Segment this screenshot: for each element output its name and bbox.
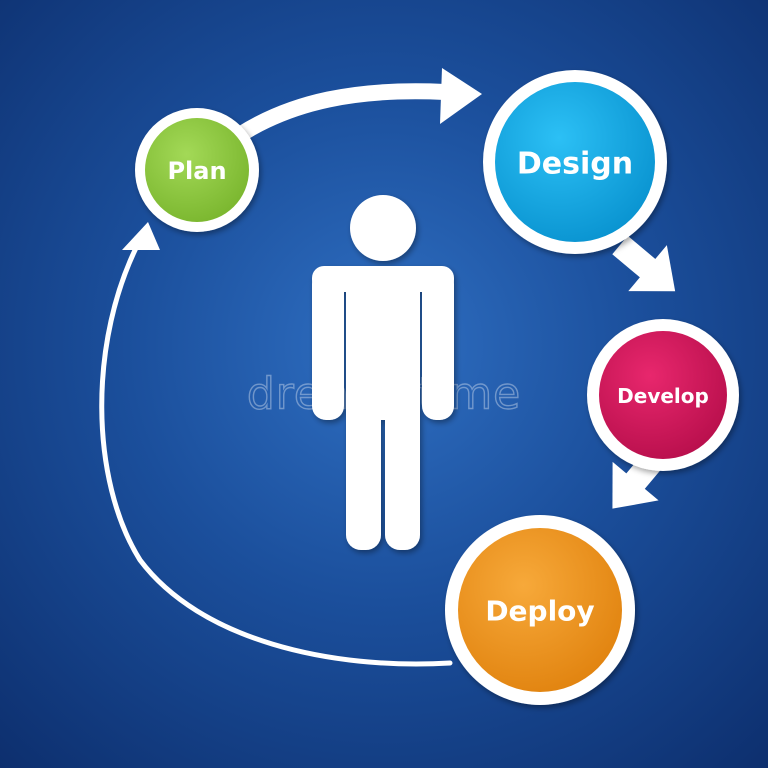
person-icon <box>312 195 454 550</box>
return-arc <box>99 237 453 667</box>
stage-deploy-label: Deploy <box>485 595 594 628</box>
plan-to-design-arc <box>227 83 446 147</box>
return-arrowhead-icon <box>122 222 160 250</box>
stage-develop-label: Develop <box>617 384 709 408</box>
stage-design-label: Design <box>517 147 633 182</box>
plan-to-design-arrowhead-icon <box>440 68 482 124</box>
stage-deploy: Deploy <box>445 515 635 705</box>
stage-plan: Plan <box>135 108 259 232</box>
stage-plan-label: Plan <box>167 157 226 185</box>
design-to-develop-arrow-icon <box>612 235 676 292</box>
stage-develop: Develop <box>587 319 739 471</box>
stage-design: Design <box>483 70 667 254</box>
